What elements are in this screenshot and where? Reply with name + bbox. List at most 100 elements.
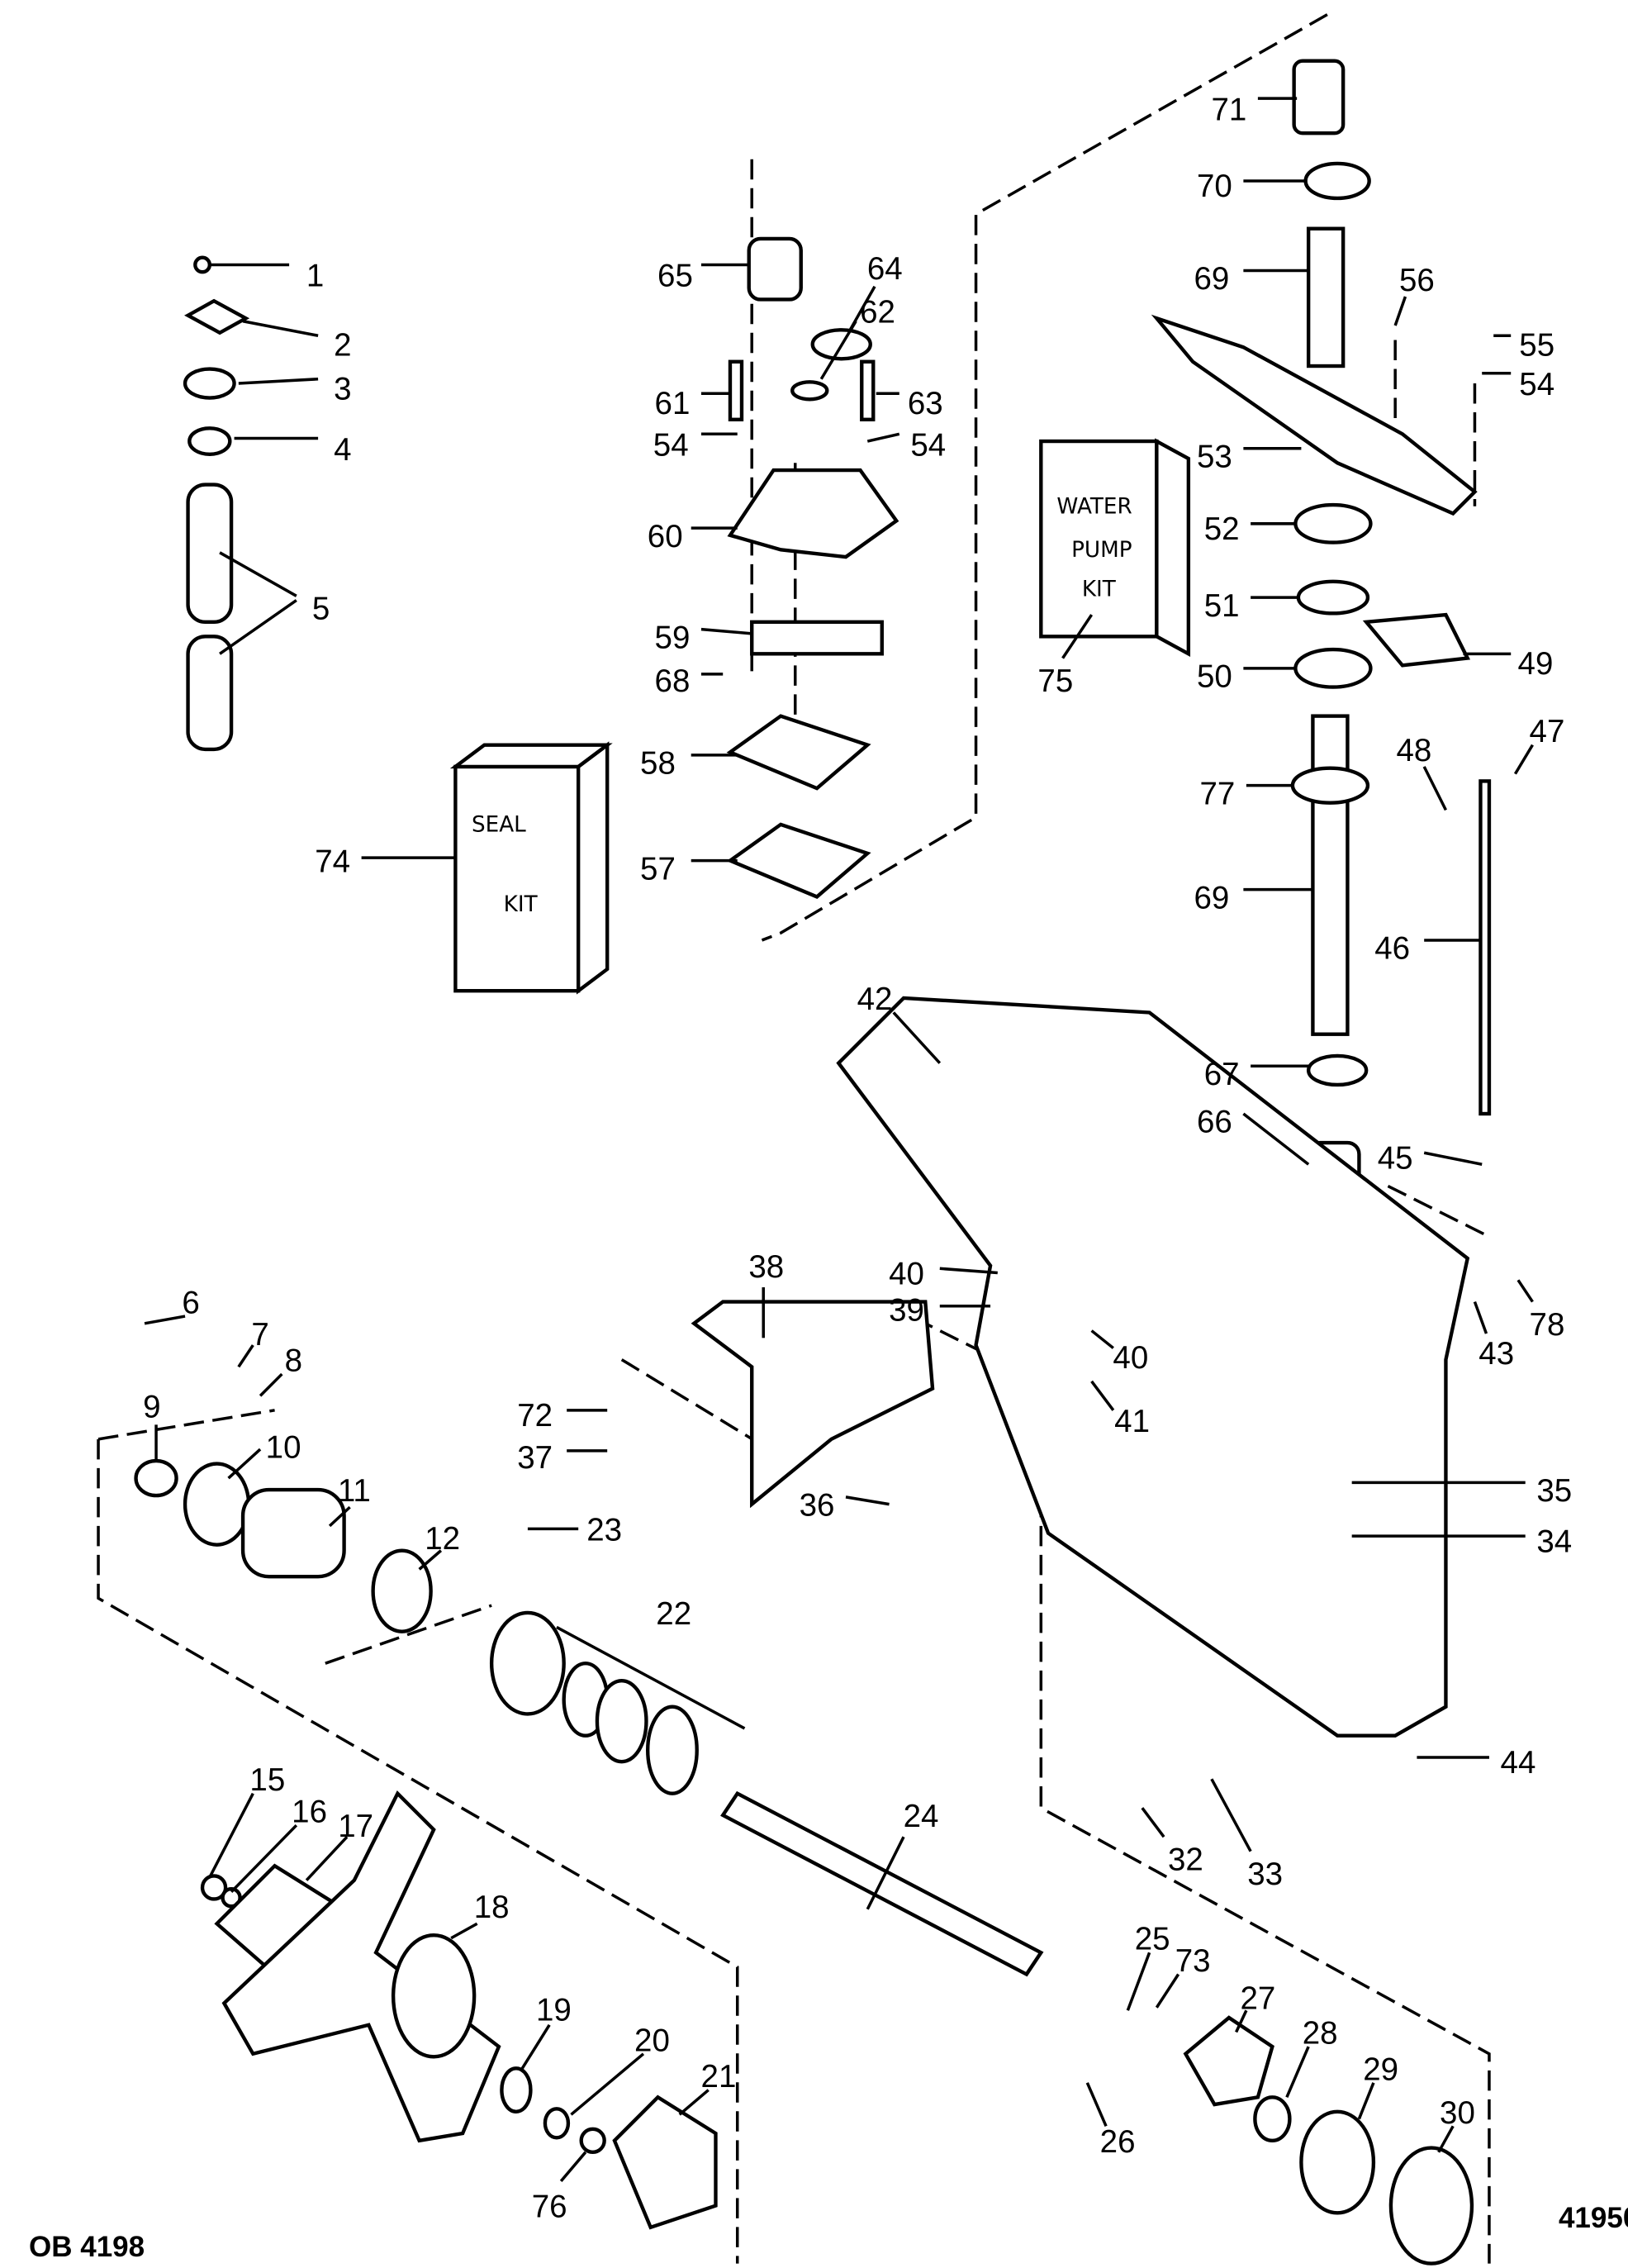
part-19-washer — [500, 2066, 533, 2113]
part-20-spacer — [543, 2107, 571, 2140]
part-label: 8 — [285, 1343, 302, 1379]
part-label: 47 — [1530, 714, 1565, 749]
part-label: 49 — [1518, 646, 1554, 682]
part-label: 3 — [334, 371, 351, 407]
leader-line — [1285, 2046, 1310, 2098]
part-12-oring — [371, 1548, 433, 1633]
part-label: 62 — [860, 295, 895, 330]
part-label: 19 — [536, 1993, 572, 2028]
gear-housing — [836, 996, 1470, 1738]
part-label: 10 — [266, 1430, 301, 1466]
leader-line — [227, 1448, 262, 1480]
part-label: 7 — [251, 1317, 268, 1353]
part-5-tube-lower — [186, 635, 234, 752]
part-2-clamp — [184, 298, 250, 335]
leader-line — [1516, 1279, 1534, 1303]
leader-line — [237, 1344, 254, 1368]
part-76-nut — [579, 2127, 606, 2155]
leader-line — [819, 320, 857, 380]
part-label: 67 — [1204, 1057, 1240, 1092]
water-pump-kit-text-1: WATER — [1056, 495, 1132, 520]
part-label: 28 — [1303, 2016, 1338, 2052]
part-24-propeller-shaft — [720, 1790, 1044, 1977]
part-70-seal — [1303, 161, 1371, 201]
part-label: 55 — [1519, 328, 1554, 364]
part-label: 18 — [474, 1890, 510, 1925]
part-label: 32 — [1168, 1842, 1203, 1877]
seal-kit-box — [453, 764, 581, 993]
part-label: 52 — [1204, 511, 1240, 547]
part-label: 23 — [586, 1512, 622, 1548]
part-69-shaft-lower — [1311, 714, 1350, 1036]
part-label: 22 — [656, 1596, 691, 1632]
part-label: 34 — [1536, 1524, 1572, 1559]
leader-line — [230, 1823, 298, 1893]
leader-line — [559, 2151, 587, 2182]
part-label: 9 — [143, 1390, 160, 1425]
leader-line — [1141, 1807, 1165, 1838]
part-label: 77 — [1199, 776, 1235, 811]
part-label: 75 — [1037, 663, 1073, 699]
part-label: 2 — [334, 328, 351, 364]
part-label: 43 — [1478, 1336, 1514, 1372]
leader-line — [219, 599, 297, 655]
leader-line — [208, 1792, 254, 1879]
part-59-impeller — [750, 620, 884, 656]
part-49-gasket — [1362, 612, 1471, 668]
part-label: 5 — [312, 591, 330, 626]
leader-line — [678, 2089, 710, 2116]
part-label: 63 — [908, 386, 943, 421]
leader-line — [1126, 1952, 1151, 2011]
part-label: 54 — [1519, 367, 1554, 402]
part-label: 56 — [1399, 263, 1435, 298]
leader-line — [845, 1495, 890, 1506]
leader-line — [939, 1267, 998, 1275]
part-22-gear — [646, 1705, 699, 1795]
part-label: 40 — [889, 1257, 924, 1292]
part-label: 17 — [338, 1809, 373, 1844]
part-label: 53 — [1197, 440, 1232, 475]
leader-line — [556, 1625, 746, 1730]
part-38-trim-tab — [691, 1300, 935, 1509]
part-label: 57 — [640, 851, 676, 887]
part-label: 41 — [1114, 1404, 1150, 1439]
part-label: 64 — [867, 251, 903, 287]
leader-line — [1513, 744, 1534, 775]
part-label: 59 — [655, 620, 691, 655]
part-shapes — [134, 59, 1492, 2266]
part-label: 44 — [1501, 1745, 1536, 1781]
leader-line — [519, 2023, 551, 2072]
leader-line — [238, 378, 319, 385]
leader-line — [259, 1372, 283, 1397]
part-label: 48 — [1397, 733, 1432, 768]
part-label: 6 — [182, 1286, 199, 1321]
leader-line — [570, 2052, 645, 2116]
part-label: 27 — [1240, 1981, 1275, 2017]
part-label: 16 — [292, 1795, 327, 1830]
leader-line — [1235, 2009, 1248, 2033]
part-label: 71 — [1211, 92, 1246, 127]
part-27-clutch — [1183, 2015, 1274, 2107]
part-77-bearing — [1290, 766, 1370, 805]
leader-line — [1473, 1300, 1488, 1334]
leader-line — [700, 627, 752, 635]
part-15-nut — [200, 1874, 228, 1901]
part-5-tube-upper — [186, 483, 234, 625]
part-label: 78 — [1530, 1307, 1565, 1343]
part-22-roller — [595, 1678, 648, 1764]
part-51-oring — [1296, 579, 1370, 616]
drawing-code-right: 41950 — [1559, 2202, 1628, 2234]
leader-line — [144, 1315, 186, 1325]
leader-line — [305, 1836, 349, 1881]
part-4-grommet — [187, 426, 232, 456]
part-label: 37 — [517, 1440, 553, 1476]
leader-line — [892, 1011, 942, 1064]
leader-line — [1155, 1973, 1180, 2009]
part-label: 33 — [1247, 1857, 1283, 1892]
part-22-bearing — [489, 1610, 566, 1716]
part-label: 29 — [1363, 2052, 1398, 2087]
part-label: 70 — [1197, 169, 1232, 204]
part-label: 24 — [904, 1799, 939, 1834]
part-label: 69 — [1194, 880, 1229, 915]
